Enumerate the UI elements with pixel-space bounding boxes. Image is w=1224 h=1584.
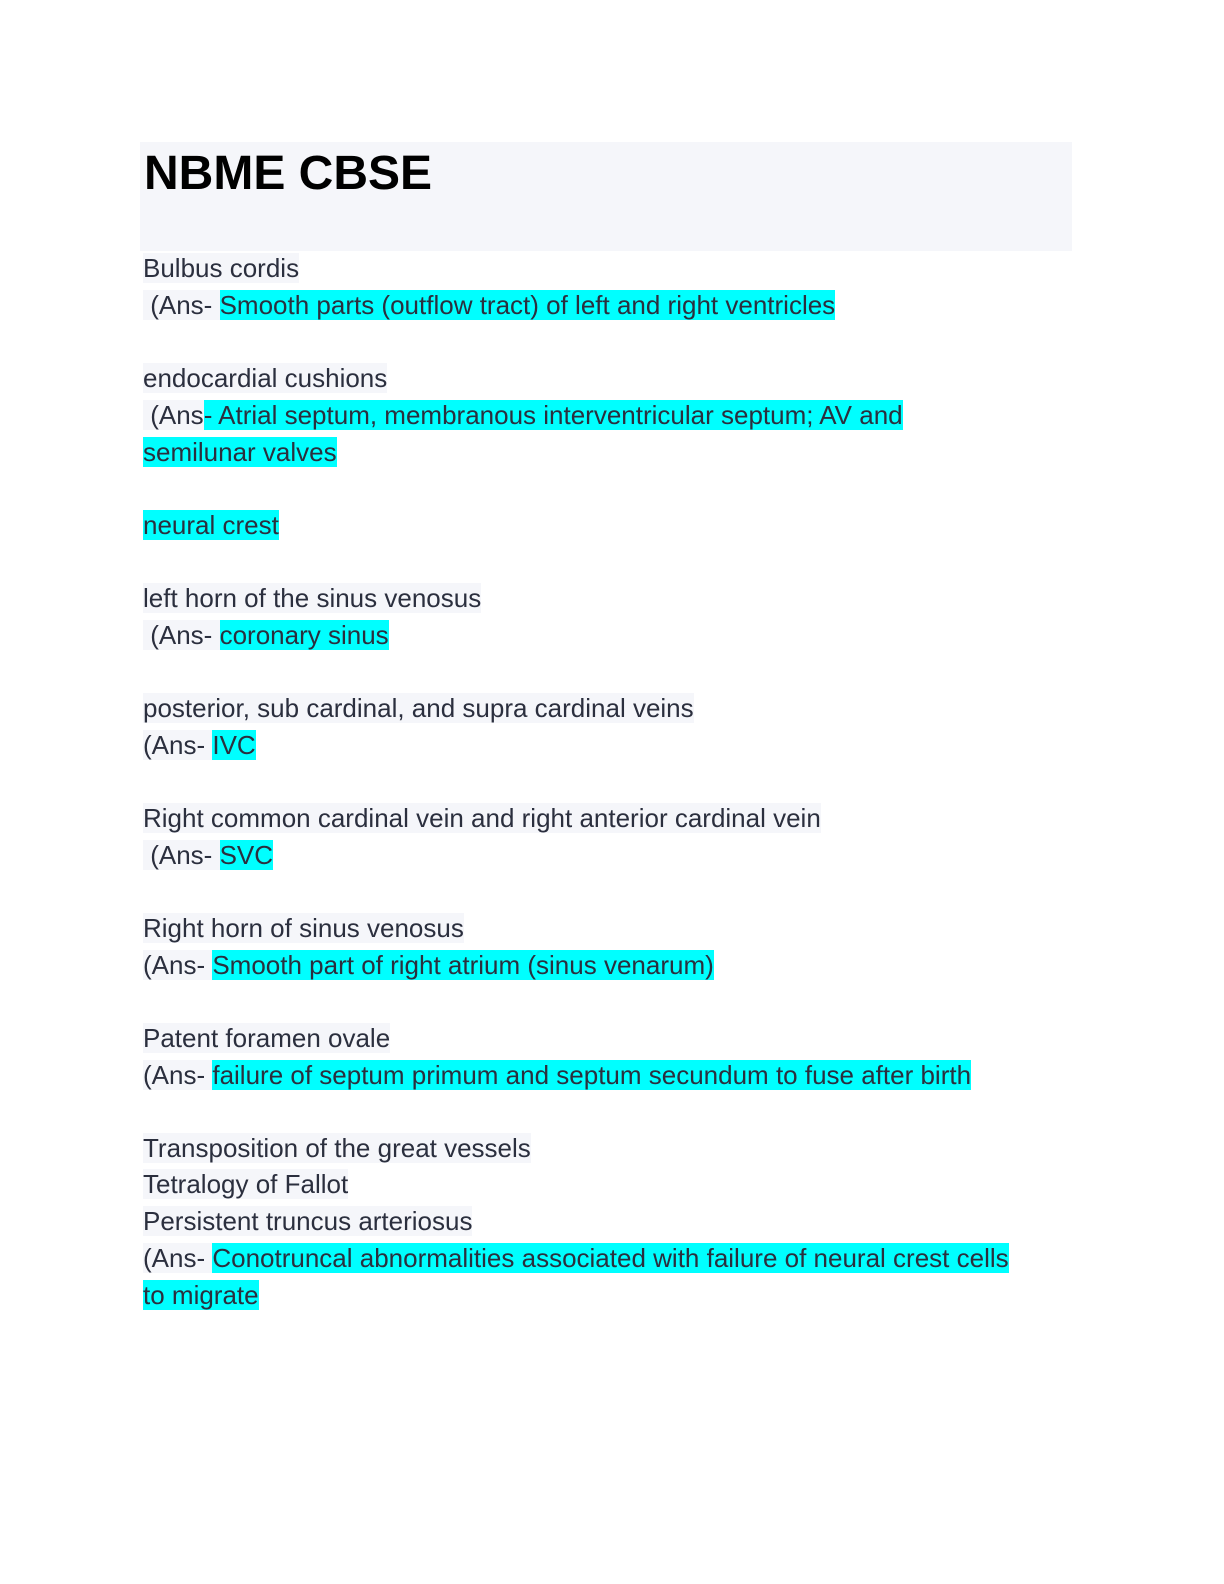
- answer: (Ans- IVC: [143, 728, 256, 762]
- question: left horn of the sinus venosus: [143, 581, 482, 615]
- answer-text: Smooth part of right atrium (sinus venar…: [212, 950, 714, 980]
- answer-prefix: (Ans-: [143, 620, 220, 650]
- question-text: Right common cardinal vein and right ant…: [143, 803, 821, 833]
- title-block: NBME CBSE: [140, 142, 1072, 251]
- question-text: Patent foramen ovale: [143, 1023, 391, 1053]
- answer-continued: to migrate: [143, 1278, 259, 1312]
- question-text: endocardial cushions: [143, 363, 388, 393]
- answer: (Ans- Atrial septum, membranous interven…: [143, 398, 903, 432]
- question-text: left horn of the sinus venosus: [143, 583, 482, 613]
- question-text: posterior, sub cardinal, and supra cardi…: [143, 693, 694, 723]
- question-text: Right horn of sinus venosus: [143, 913, 464, 943]
- question: Tetralogy of Fallot: [143, 1167, 349, 1201]
- question: Patent foramen ovale: [143, 1021, 391, 1055]
- answer-prefix: (Ans-: [143, 730, 213, 760]
- answer-extra: neural crest: [143, 508, 279, 542]
- answer: (Ans- coronary sinus: [143, 618, 389, 652]
- question: Persistent truncus arteriosus: [143, 1204, 473, 1238]
- question: Transposition of the great vessels: [143, 1131, 531, 1165]
- answer-prefix: (Ans-: [143, 290, 220, 320]
- answer-text: IVC: [212, 730, 256, 760]
- answer-text: neural crest: [143, 510, 279, 540]
- answer-prefix: (Ans-: [143, 1060, 213, 1090]
- question: Right common cardinal vein and right ant…: [143, 801, 821, 835]
- answer-text: semilunar valves: [143, 437, 337, 467]
- answer-prefix: (Ans-: [143, 840, 220, 870]
- page-title: NBME CBSE: [144, 147, 433, 200]
- answer-prefix: (Ans-: [143, 950, 213, 980]
- question: Bulbus cordis: [143, 251, 300, 285]
- answer: (Ans- SVC: [143, 838, 274, 872]
- answer-prefix: (Ans: [143, 400, 204, 430]
- answer-text: SVC: [219, 840, 274, 870]
- answer-text: Smooth parts (outflow tract) of left and…: [219, 290, 836, 320]
- question: Right horn of sinus venosus: [143, 911, 464, 945]
- answer: (Ans- failure of septum primum and septu…: [143, 1058, 972, 1092]
- answer-text: coronary sinus: [219, 620, 389, 650]
- question: posterior, sub cardinal, and supra cardi…: [143, 691, 694, 725]
- question-text: Tetralogy of Fallot: [143, 1169, 349, 1199]
- answer-text: failure of septum primum and septum secu…: [212, 1060, 972, 1090]
- answer-text: to migrate: [143, 1280, 259, 1310]
- answer: (Ans- Smooth part of right atrium (sinus…: [143, 948, 714, 982]
- question-text: Bulbus cordis: [143, 253, 300, 283]
- answer: (Ans- Conotruncal abnormalities associat…: [143, 1241, 1009, 1275]
- answer-prefix: (Ans-: [143, 1243, 213, 1273]
- answer-text: - Atrial septum, membranous interventric…: [203, 400, 903, 430]
- question-text: Persistent truncus arteriosus: [143, 1206, 473, 1236]
- answer-text: Conotruncal abnormalities associated wit…: [212, 1243, 1009, 1273]
- question: endocardial cushions: [143, 361, 388, 395]
- question-text: Transposition of the great vessels: [143, 1133, 531, 1163]
- answer: (Ans- Smooth parts (outflow tract) of le…: [143, 288, 836, 322]
- answer-continued: semilunar valves: [143, 435, 337, 469]
